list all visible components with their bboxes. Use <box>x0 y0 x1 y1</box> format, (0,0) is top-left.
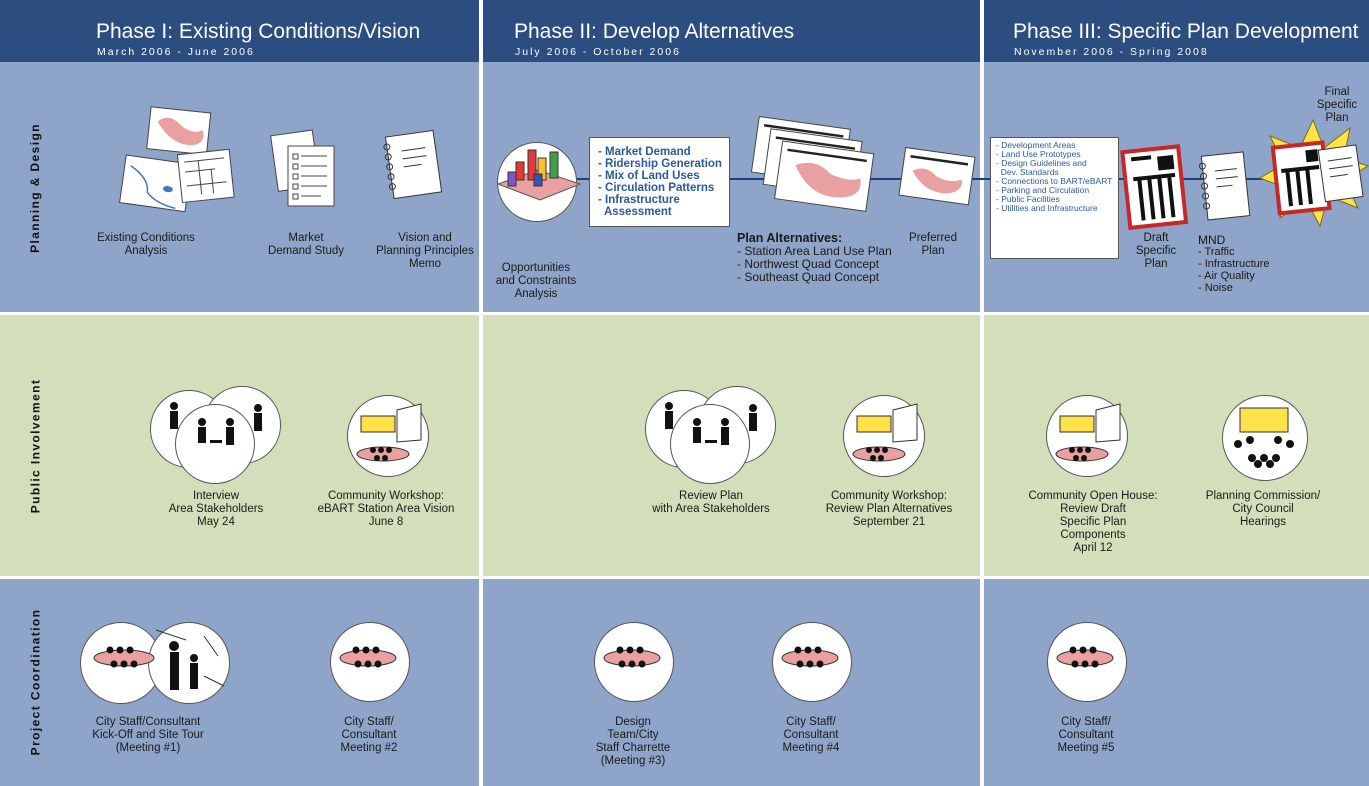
coordination-band <box>0 578 1369 786</box>
review-circle-center <box>670 404 750 484</box>
specific-plan-topics-box: - Development Areas- Land Use Prototypes… <box>990 137 1119 259</box>
bar-blocks-icon <box>496 149 582 201</box>
study-topics-list: - Market Demand- Ridership Generation- M… <box>598 146 722 218</box>
plan-alternatives-icon <box>750 115 875 212</box>
workshop-board-icon <box>852 403 918 462</box>
meeting-table-icon <box>603 646 661 668</box>
maps-icon <box>119 106 235 213</box>
phase-title: Phase III: Specific Plan Development <box>1013 20 1359 43</box>
workshop-1-label: Community Workshop:eBART Station Area Vi… <box>317 490 455 528</box>
hearings-icon <box>1234 407 1294 468</box>
checklist-icon <box>270 129 335 207</box>
phase-dates: March 2006 - June 2006 <box>97 46 255 58</box>
people-meeting-icon <box>665 402 757 445</box>
row-label-coordination: Project Coordination <box>28 608 43 756</box>
people-meeting-icon <box>170 402 262 445</box>
workshop-board-icon <box>356 403 422 462</box>
phase-header-1: Phase I: Existing Conditions/Vision Marc… <box>0 0 479 62</box>
row-label-public: Public Involvement <box>28 378 42 514</box>
kickoff-meeting-icon <box>93 629 225 690</box>
phase-header-2: Phase II: Develop Alternatives July 2006… <box>483 0 980 62</box>
meeting-table-icon <box>781 646 839 668</box>
phase-title: Phase II: Develop Alternatives <box>514 20 795 43</box>
workshop-2-label: Community Workshop:Review Plan Alternati… <box>825 490 953 528</box>
kickoff-circle-right <box>148 622 230 704</box>
phase-divider-2 <box>980 0 984 786</box>
preferred-plan-icon <box>898 146 976 206</box>
row-label-planning: Planning & Design <box>28 123 42 253</box>
specific-plan-topics-list: - Development Areas- Land Use Prototypes… <box>996 140 1113 213</box>
workshop-board-icon <box>1055 403 1121 462</box>
phase-divider-1 <box>479 0 483 786</box>
row-divider-2 <box>0 576 1369 579</box>
meeting-table-icon <box>339 646 397 668</box>
final-plan-star-icon <box>1258 118 1369 228</box>
plan-alternatives-label: Plan Alternatives: - Station Area Land U… <box>737 231 892 284</box>
mnd-notebook-icon <box>1198 151 1251 221</box>
meeting-table-icon <box>1056 646 1114 668</box>
notebook-icon <box>383 129 443 200</box>
phase-dates: November 2006 - Spring 2008 <box>1014 46 1209 58</box>
draft-plan-book-icon <box>1120 144 1189 231</box>
phase-header-3: Phase III: Specific Plan Development Nov… <box>984 0 1369 62</box>
mnd-label: MND - Traffic- Infrastructure- Air Quali… <box>1198 233 1270 294</box>
phase-title: Phase I: Existing Conditions/Vision <box>96 20 421 43</box>
row-divider-1 <box>0 312 1369 315</box>
phase-dates: July 2006 - October 2006 <box>515 46 681 58</box>
interview-circle-center <box>175 404 255 484</box>
study-topics-box: - Market Demand- Ridership Generation- M… <box>589 137 730 227</box>
